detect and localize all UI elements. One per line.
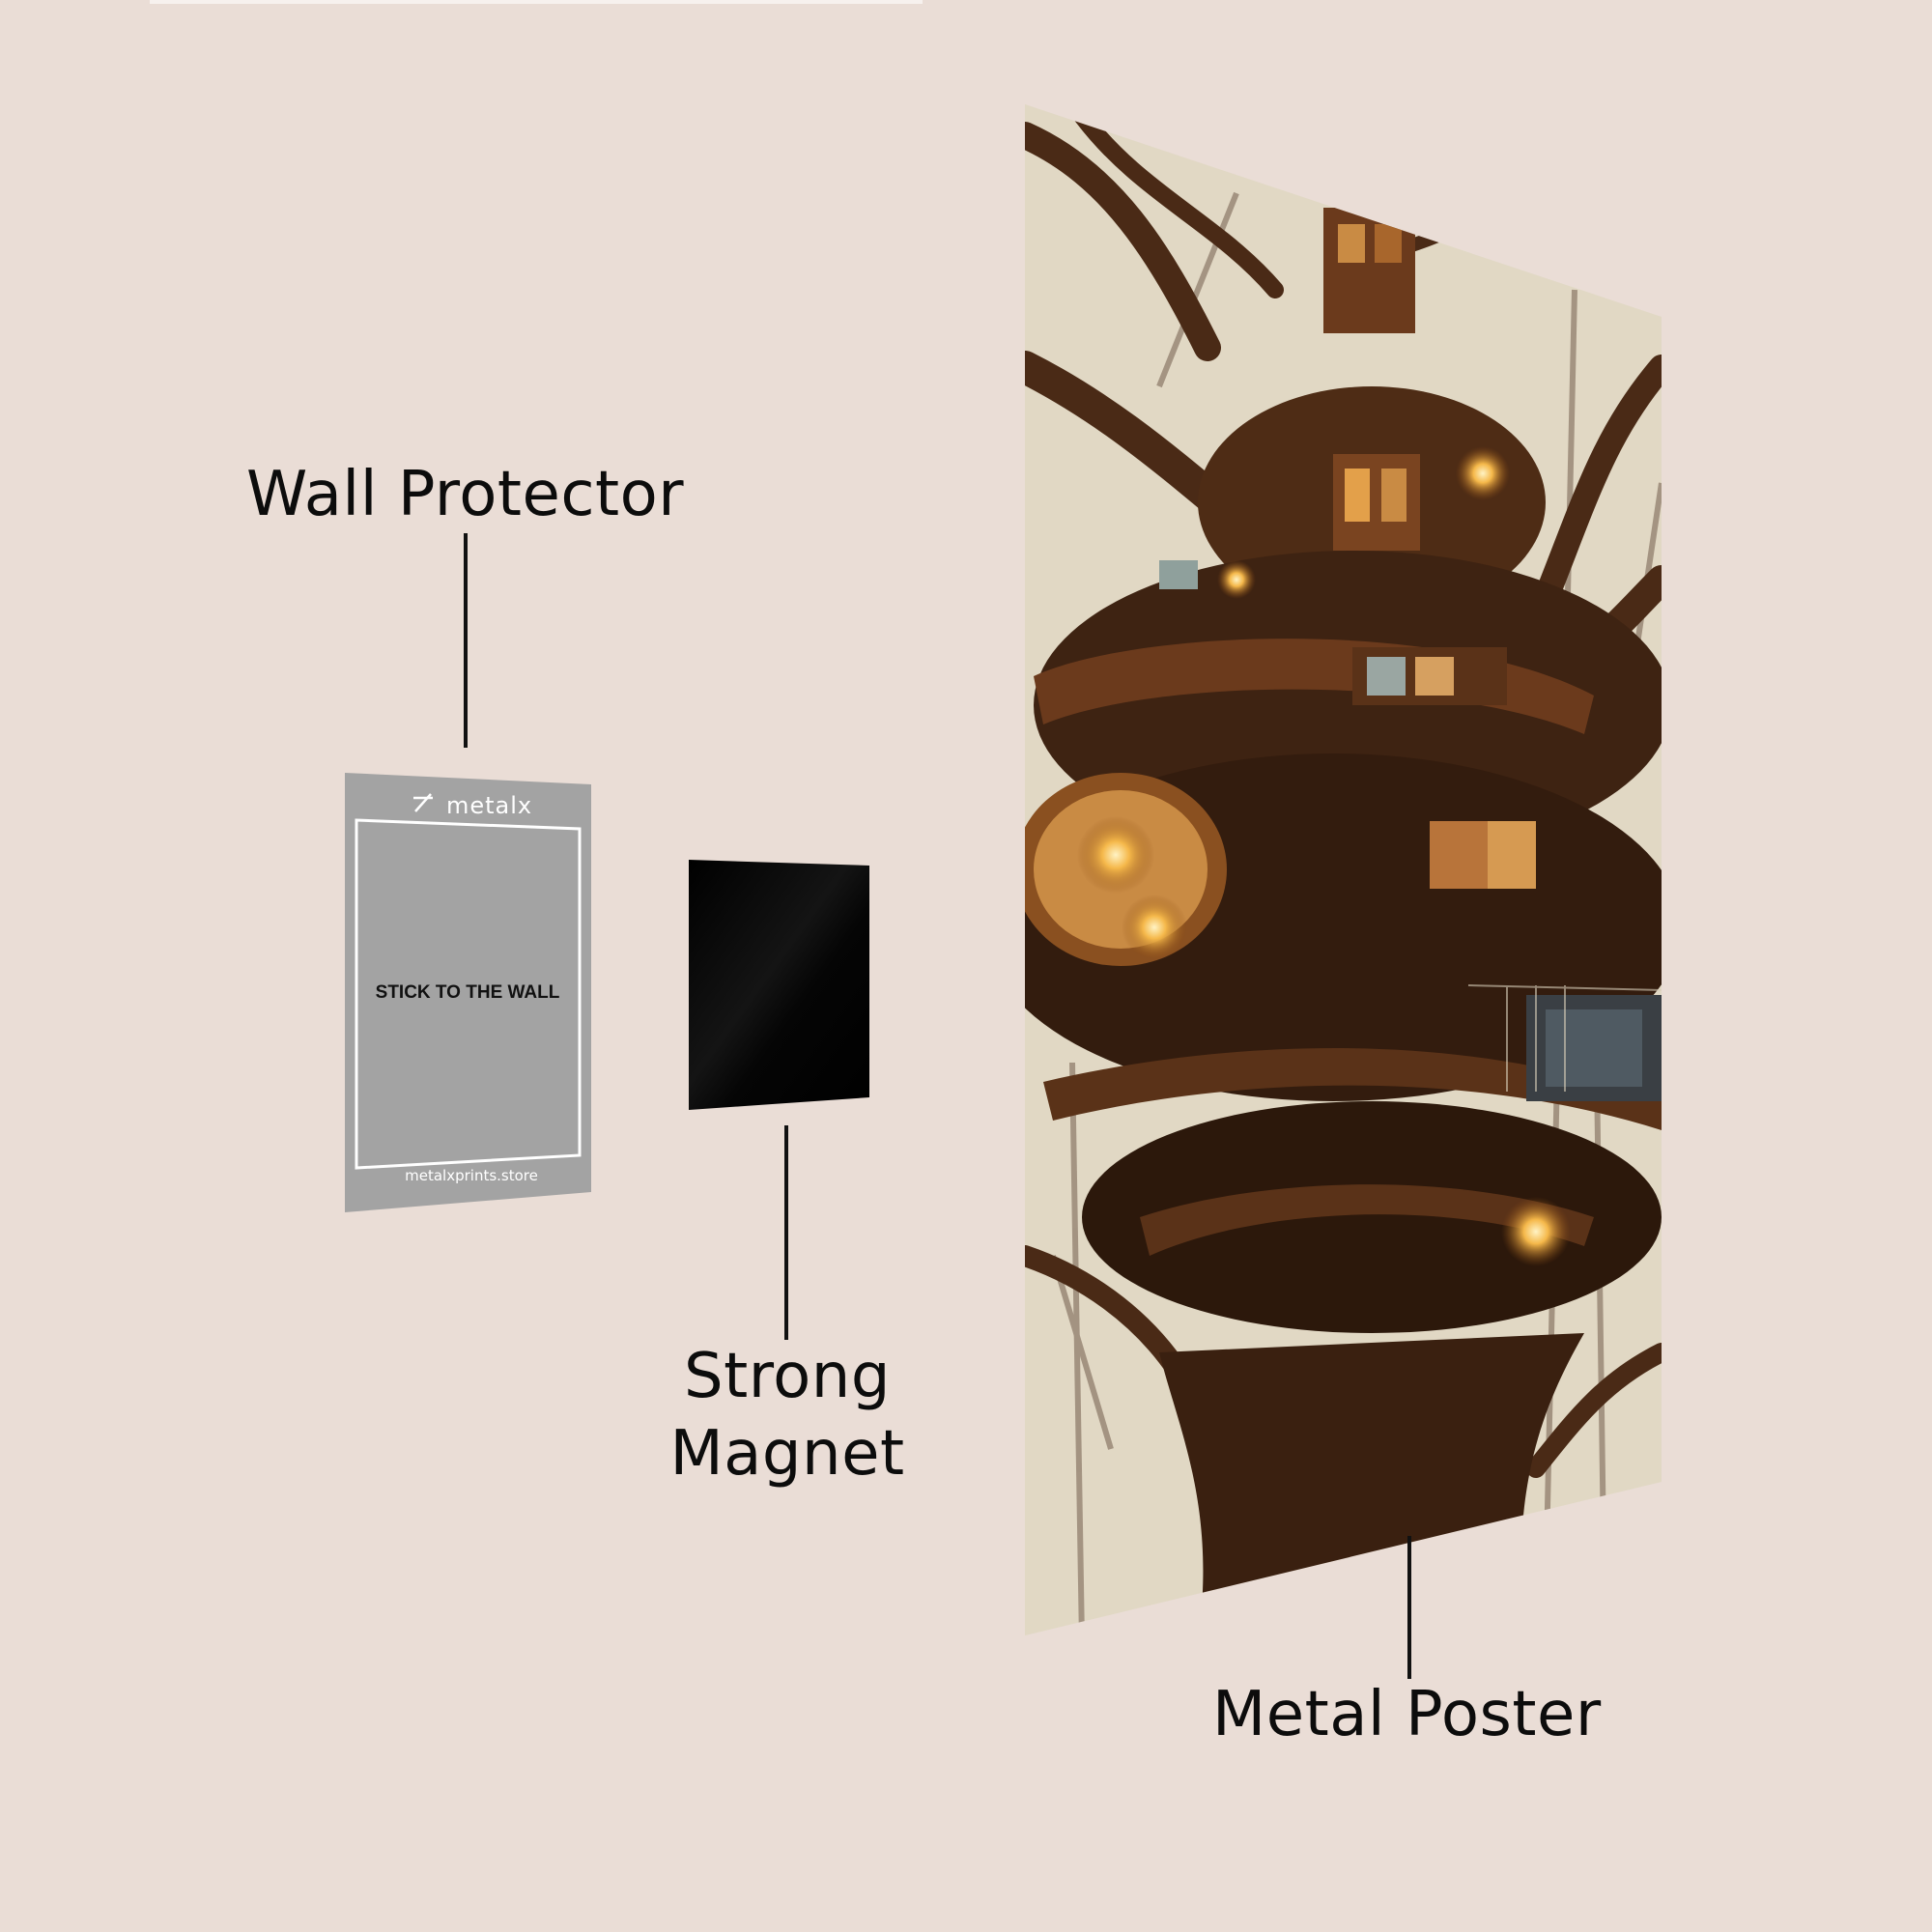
metal-poster-label: Metal Poster bbox=[1212, 1679, 1602, 1750]
wall-protector-leader-line bbox=[464, 533, 468, 748]
protector-brand: metalx bbox=[446, 792, 532, 819]
strong-magnet-leader-line bbox=[784, 1125, 788, 1340]
metal-poster bbox=[1025, 104, 1662, 1635]
protector-center-text: STICK TO THE WALL bbox=[376, 982, 560, 1003]
top-edge-strip bbox=[150, 0, 923, 4]
metal-poster-leader-line bbox=[1407, 1536, 1411, 1679]
metalx-logo-icon bbox=[413, 793, 433, 812]
wall-protector-label: Wall Protector bbox=[246, 459, 685, 530]
protector-footer-text: metalxprints.store bbox=[405, 1167, 538, 1184]
strong-magnet-label: Strong Magnet bbox=[669, 1341, 905, 1490]
strong-magnet-plate bbox=[689, 860, 869, 1110]
wall-protector-plate: metalx STICK TO THE WALL metalxprints.st… bbox=[345, 773, 591, 1212]
